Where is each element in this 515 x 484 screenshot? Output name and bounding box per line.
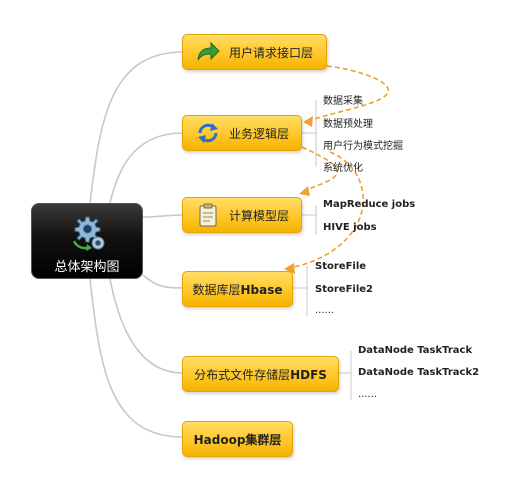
branch-line [109, 132, 184, 204]
arrowhead [303, 116, 313, 127]
layer-label: 用户请求接口层 [229, 45, 314, 60]
arrow-forward-icon [197, 41, 220, 61]
layer-database-hbase[interactable]: 数据库层Hbase [182, 271, 293, 307]
layer-compute-model[interactable]: 计算模型层 [182, 197, 302, 233]
branch-line [142, 274, 184, 289]
leaf-storefile2[interactable]: StoreFile2 [315, 284, 373, 295]
layer-label: 数据库层Hbase [192, 282, 283, 297]
layer-label: Hadoop集群层 [193, 432, 282, 447]
branch-line [109, 278, 184, 374]
gears-icon [72, 216, 105, 251]
leaf-data-collection[interactable]: 数据采集 [323, 96, 363, 107]
leaf-storefile[interactable]: StoreFile [315, 261, 367, 272]
leaf-datanode-tasktrack[interactable]: DataNode TaskTrack [358, 345, 473, 356]
branch-line [89, 51, 184, 204]
clipboard-icon [199, 203, 217, 227]
central-title: 总体架构图 [54, 260, 120, 275]
layer-user-request[interactable]: 用户请求接口层 [182, 34, 327, 70]
layer-hadoop-cluster[interactable]: Hadoop集群层 [182, 421, 293, 457]
leaf-mapreduce-jobs[interactable]: MapReduce jobs [323, 199, 416, 210]
branch-line [142, 214, 184, 218]
flow-arrow-3 [287, 151, 364, 269]
leaf-data-preprocessing[interactable]: 数据预处理 [323, 119, 373, 130]
branch-line [89, 278, 184, 438]
refresh-icon [198, 123, 218, 143]
arrowhead [284, 263, 295, 274]
layer-label: 业务逻辑层 [229, 126, 290, 141]
arrowhead [299, 186, 310, 196]
leaf-ellipsis: ...... [358, 389, 378, 400]
leaf-datanode-tasktrack2[interactable]: DataNode TaskTrack2 [358, 367, 480, 378]
layer-label: 分布式文件存储层HDFS [194, 367, 327, 382]
central-node[interactable]: 总体架构图 [31, 203, 143, 279]
leaf-hive-jobs[interactable]: HIVE jobs [323, 222, 377, 233]
leaf-ellipsis: ...... [315, 305, 335, 316]
leaf-behavior-mining[interactable]: 用户行为模式挖掘 [323, 141, 403, 152]
layer-label: 计算模型层 [229, 208, 290, 223]
layer-hdfs[interactable]: 分布式文件存储层HDFS [182, 356, 339, 392]
layer-business-logic[interactable]: 业务逻辑层 [182, 115, 302, 151]
leaf-system-optimization[interactable]: 系统优化 [323, 163, 363, 174]
